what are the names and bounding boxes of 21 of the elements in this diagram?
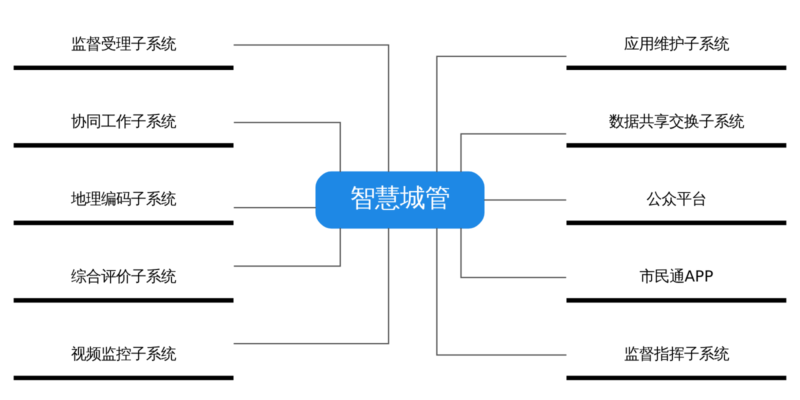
- node-text: 公众平台: [646, 190, 706, 208]
- node-text: 应用维护子系统: [624, 34, 729, 53]
- node-box: 智慧城管: [316, 171, 484, 229]
- node-text: 市民通APP: [639, 267, 714, 286]
- node-text: 视频监控子系统: [71, 344, 176, 363]
- connector: [234, 228, 390, 344]
- connector: [460, 133, 566, 172]
- node-text: 地理编码子系统: [71, 190, 176, 208]
- node-text: 综合评价子系统: [71, 267, 176, 286]
- node-text: 监督受理子系统: [71, 34, 176, 53]
- connector: [234, 207, 316, 208]
- connector: [436, 56, 566, 172]
- connector: [460, 228, 566, 278]
- node-text: 协同工作子系统: [71, 112, 176, 130]
- connector: [234, 44, 390, 172]
- node-text: 数据共享交换子系统: [608, 112, 744, 130]
- connector: [234, 228, 341, 267]
- connector: [484, 199, 566, 201]
- connector: [436, 228, 566, 356]
- connector: [234, 122, 341, 172]
- node-text: 监督指挥子系统: [624, 344, 729, 363]
